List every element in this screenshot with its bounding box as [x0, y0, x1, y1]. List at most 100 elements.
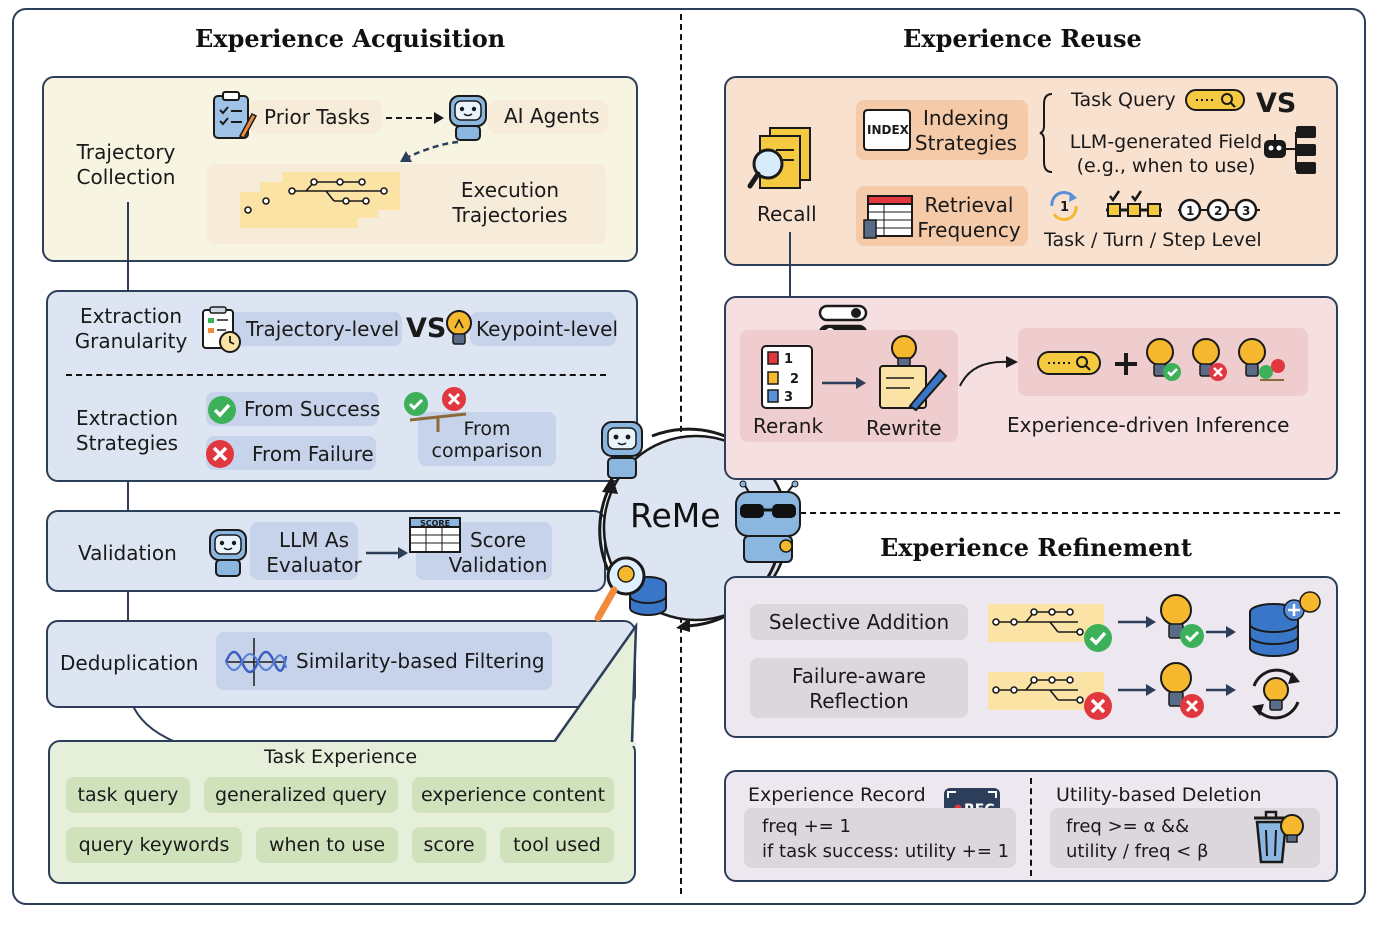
inference-query-icon: [1037, 351, 1101, 375]
comparison-line1: From: [463, 418, 511, 440]
field-task-query: task query: [66, 777, 190, 813]
inference-label: Experience-driven Inference: [1007, 413, 1290, 437]
llm-field-label: LLM-generated Field (e.g., when to use): [1066, 130, 1266, 178]
extraction-divider: [66, 374, 606, 376]
robot-evaluator-icon: [209, 529, 247, 577]
field-when-to-use: when to use: [256, 827, 398, 863]
indexing-line2: Strategies: [914, 131, 1018, 155]
indexing-line1: Indexing: [923, 106, 1009, 130]
index-icon-text: INDEX: [867, 123, 910, 137]
prior-tasks-label: Prior Tasks: [264, 105, 370, 129]
deletion-formula: freq >= α && utility / freq < β: [1066, 814, 1209, 864]
robot-tree-icon: [1264, 126, 1316, 174]
strategies-line1: Extraction: [75, 406, 179, 430]
llm-evaluator-label: LLM As Evaluator: [254, 528, 374, 578]
task-experience-title: Task Experience: [264, 746, 418, 768]
horizontal-divider: [800, 512, 1340, 514]
exec-line1: Execution: [460, 178, 560, 202]
arrow-dashed-curve: [400, 140, 459, 162]
record-formula-chip: [744, 808, 1016, 868]
field-generalized-query: generalized query: [204, 777, 398, 813]
step-chain-icon: 1 2 3: [1178, 198, 1260, 222]
vs-label-right: VS: [1256, 88, 1297, 119]
llm-field-line2: (e.g., when to use): [1076, 155, 1256, 177]
field-experience-content: experience content: [412, 777, 614, 813]
lightbulb-icon: [446, 310, 472, 345]
from-failure-label: From Failure: [252, 442, 374, 466]
field-query-keywords: query keywords: [66, 827, 242, 863]
arrow-right-4: [1118, 684, 1156, 696]
from-failure-chip: [206, 436, 376, 470]
failure-line2: Reflection: [809, 689, 909, 713]
llm-field-line1: LLM-generated Field: [1069, 131, 1263, 153]
search-database-icon: [594, 556, 667, 622]
trajectory-collection-label: Trajectory Collection: [66, 140, 186, 190]
score-validation-label: Score Validation: [436, 528, 560, 578]
scale-compare-icon: [404, 387, 467, 432]
brace-icon: [1039, 93, 1053, 173]
score-line2: Validation: [448, 553, 548, 577]
success-trajectory-icon: [988, 604, 1112, 652]
acquisition-title: Experience Acquisition: [195, 24, 506, 53]
field-score: score: [412, 827, 486, 863]
bulb-success-icon: [1160, 594, 1204, 648]
failure-trajectory-icon: [988, 672, 1112, 720]
sine-wave-icon: [224, 638, 288, 686]
retrieval-frequency-label: Retrieval Frequency: [916, 193, 1022, 243]
rewrite-label: Rewrite: [866, 416, 942, 440]
curve-arrow: [959, 356, 1018, 387]
failure-line1: Failure-aware: [792, 664, 926, 688]
field-tool-used: tool used: [500, 827, 614, 863]
x-circle-icon: [206, 440, 234, 468]
turn-checks-icon: [1106, 190, 1162, 217]
clipboard-clock-icon: [202, 306, 241, 353]
step-num-1: 1: [1186, 204, 1194, 218]
indexing-strategies-label: Indexing Strategies: [912, 106, 1020, 156]
deletion-line1: freq >= α &&: [1066, 816, 1190, 837]
cycle-one-icon: 1: [1050, 191, 1078, 221]
arrow-right-5: [1206, 684, 1236, 696]
vs-label: VS: [406, 313, 447, 344]
deduplication-label: Deduplication: [60, 651, 199, 675]
reuse-title: Experience Reuse: [903, 24, 1142, 53]
llm-line1: LLM As: [279, 528, 349, 552]
similarity-filter-label: Similarity-based Filtering: [296, 649, 545, 673]
recall-label: Recall: [757, 202, 817, 226]
record-divider: [1030, 778, 1032, 876]
arrow-right-2: [1118, 616, 1156, 628]
rerank-num-2: 2: [790, 372, 799, 387]
robot-sunglasses-icon: [735, 480, 801, 563]
record-line1: freq += 1: [762, 816, 851, 837]
exec-line2: Trajectories: [452, 203, 568, 227]
similarity-filter-chip: [216, 632, 552, 690]
trajectory-stack-icon: [240, 172, 400, 228]
extraction-granularity-label: Extraction Granularity: [66, 304, 196, 354]
validation-label: Validation: [78, 541, 177, 565]
failure-reflection-chip: Failure-aware Reflection: [750, 658, 968, 718]
trajectory-level-chip: [226, 312, 402, 346]
outer-frame: [12, 8, 1366, 905]
ranked-list-icon: 1 2 3: [761, 345, 813, 409]
refinement-title: Experience Refinement: [880, 533, 1192, 562]
document-search-icon: [747, 127, 811, 189]
bulb-failure-icon: [1160, 662, 1204, 718]
query-bar-icon: [1185, 89, 1245, 111]
from-comparison-label: From comparison: [418, 418, 556, 462]
record-line2: if task success: utility += 1: [762, 841, 1010, 862]
strategies-line2: Strategies: [75, 431, 179, 455]
keypoint-level-chip: [470, 312, 616, 346]
bulb-refresh-icon: [1252, 668, 1300, 720]
from-comparison-chip: [418, 412, 556, 466]
rewrite-icon: [879, 335, 948, 412]
levels-label: Task / Turn / Step Level: [1044, 229, 1262, 251]
clipboard-icon: [213, 91, 258, 139]
arrow-dashed: [386, 112, 444, 124]
rerank-num-3: 3: [784, 390, 793, 405]
score-table-icon: SCORE: [409, 517, 461, 553]
llm-evaluator-chip: [250, 522, 358, 580]
arrow-right: [366, 547, 408, 559]
ai-agents-label: AI Agents: [504, 104, 600, 128]
bulb-group-icon: [1146, 338, 1285, 381]
index-icon: INDEX: [863, 109, 911, 151]
comparison-line2: comparison: [431, 440, 543, 462]
